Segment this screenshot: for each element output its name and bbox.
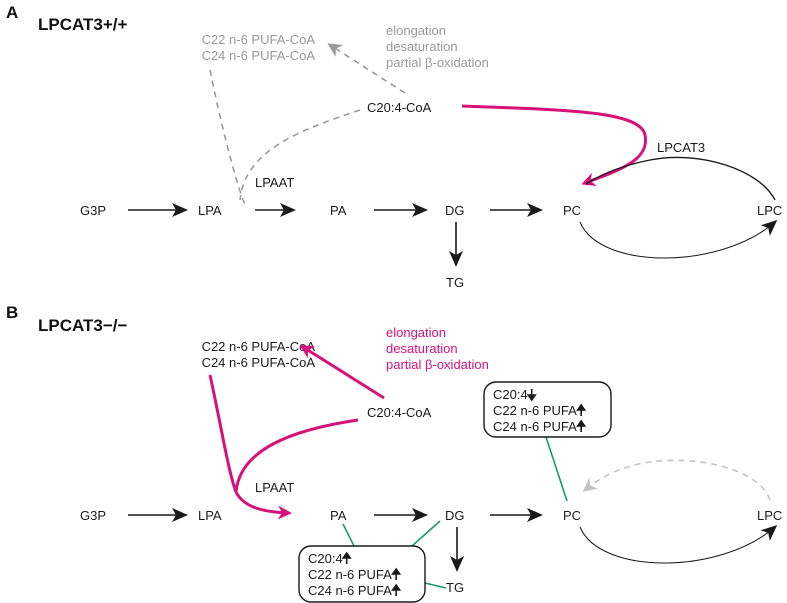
enzyme-lpaat: LPAAT bbox=[255, 480, 294, 495]
elongation-arrow bbox=[299, 344, 385, 400]
process-label: desaturation bbox=[386, 341, 458, 356]
node-pc: PC bbox=[563, 508, 581, 523]
pathway-arrows bbox=[128, 203, 543, 267]
elongation-arrow bbox=[327, 43, 406, 94]
arrow-up-icon bbox=[576, 403, 587, 416]
arrow-up-icon bbox=[391, 583, 402, 596]
panel-letter: B bbox=[6, 303, 18, 322]
node-lpc: LPC bbox=[757, 508, 782, 523]
pc-to-lpc-arc bbox=[579, 525, 778, 564]
lpcat3-arc bbox=[585, 156, 776, 201]
arrow-up-icon bbox=[391, 567, 402, 580]
node-pc: PC bbox=[563, 203, 581, 218]
pathway-arrows bbox=[128, 508, 543, 572]
node-tg: TG bbox=[446, 275, 464, 290]
composition-item: C20:4 bbox=[493, 387, 528, 402]
panel-title: LPCAT3+/+ bbox=[38, 15, 128, 34]
product-label: C24 n-6 PUFA-CoA bbox=[202, 48, 316, 63]
c20-to-lpaat-curve bbox=[234, 418, 359, 493]
node-dg: DG bbox=[445, 203, 465, 218]
glycerolipid-composition-box: C20:4 C22 n-6 PUFA C24 n-6 PUFA bbox=[298, 545, 426, 603]
node-g3p: G3P bbox=[80, 203, 106, 218]
panel-a: A LPCAT3+/+ C22 n-6 PUFA-CoA C24 n-6 PUF… bbox=[6, 3, 782, 290]
arrow-down-icon bbox=[526, 389, 537, 402]
node-tg: TG bbox=[446, 580, 464, 595]
composition-item: C24 n-6 PUFA bbox=[493, 419, 577, 434]
node-lpa: LPA bbox=[198, 203, 222, 218]
process-label: elongation bbox=[386, 23, 446, 38]
product-label: C24 n-6 PUFA-CoA bbox=[202, 355, 316, 370]
process-label: desaturation bbox=[386, 39, 458, 54]
process-label: partial β-oxidation bbox=[386, 357, 489, 372]
trend-arrows bbox=[341, 389, 587, 596]
c20-to-lpaat-dashed bbox=[239, 109, 361, 201]
enzyme-lpcat3: LPCAT3 bbox=[657, 140, 705, 155]
panel-title: LPCAT3−/− bbox=[38, 316, 128, 335]
acyl-coa-label: C20:4-CoA bbox=[367, 100, 432, 115]
enzyme-lpaat: LPAAT bbox=[255, 175, 294, 190]
lpcat3-arc-inactive bbox=[582, 459, 771, 501]
arrow-up-icon bbox=[576, 419, 587, 432]
product-label: C22 n-6 PUFA-CoA bbox=[202, 32, 316, 47]
product-label: C22 n-6 PUFA-CoA bbox=[202, 339, 316, 354]
node-lpa: LPA bbox=[198, 508, 222, 523]
panel-b: B LPCAT3−/− C22 n-6 PUFA-CoA C24 n-6 PUF… bbox=[6, 303, 782, 603]
composition-item: C20:4 bbox=[308, 551, 343, 566]
product-to-lpaat-dashed bbox=[209, 69, 246, 206]
pc-to-lpc-arc bbox=[579, 220, 778, 259]
node-g3p: G3P bbox=[80, 508, 106, 523]
composition-item: C24 n-6 PUFA bbox=[308, 583, 392, 598]
acyl-coa-label: C20:4-CoA bbox=[367, 405, 432, 420]
composition-item: C22 n-6 PUFA bbox=[308, 567, 392, 582]
process-label: elongation bbox=[386, 325, 446, 340]
process-label: partial β-oxidation bbox=[386, 55, 489, 70]
arrow-up-icon bbox=[341, 551, 352, 564]
pc-composition-box: C20:4 C22 n-6 PUFA C24 n-6 PUFA bbox=[483, 381, 612, 438]
composition-item: C22 n-6 PUFA bbox=[493, 403, 577, 418]
node-pa: PA bbox=[330, 508, 347, 523]
node-pa: PA bbox=[330, 203, 347, 218]
panel-letter: A bbox=[6, 3, 18, 22]
c20-to-pc-arrow bbox=[461, 104, 647, 187]
node-lpc: LPC bbox=[757, 203, 782, 218]
node-dg: DG bbox=[445, 508, 465, 523]
association-lines bbox=[342, 436, 568, 589]
